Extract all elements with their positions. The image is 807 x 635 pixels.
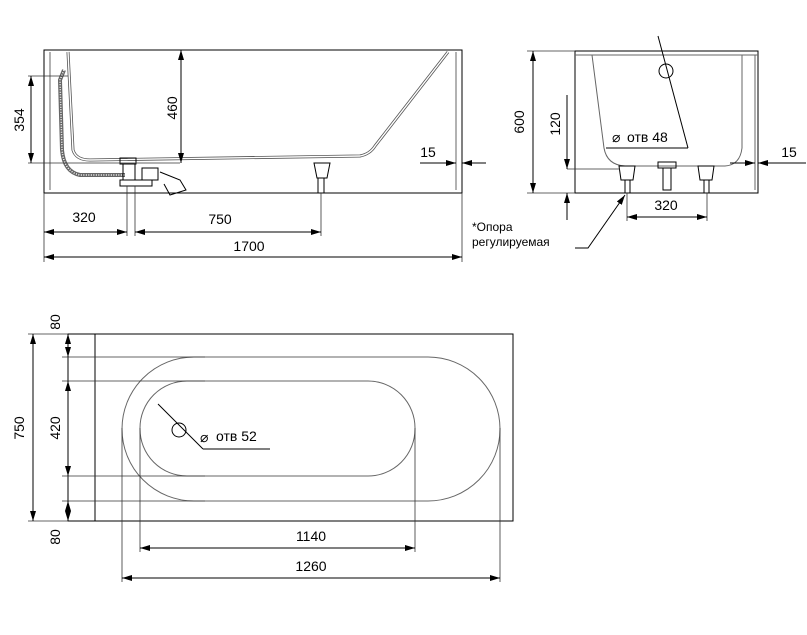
end-leg-left	[618, 165, 636, 181]
drain-hole	[171, 422, 187, 438]
dim-leg-spacing: 750	[208, 211, 232, 227]
end-drain	[657, 161, 677, 169]
adjustable-leg	[313, 162, 331, 179]
dim-outer-length: 1260	[295, 558, 326, 574]
dim-width: 750	[11, 416, 27, 440]
plan-outline	[67, 333, 514, 522]
end-view: ⌀ отв 48 600 120 15 320 *Опора регулируе…	[472, 35, 806, 249]
dim-leg-height: 120	[547, 112, 563, 136]
inner-bowl-oval	[139, 380, 416, 477]
end-leg-right	[697, 165, 715, 181]
dim-rim-top: 80	[47, 314, 63, 330]
dim-overflow: 354	[11, 108, 27, 132]
tub-end-profile	[591, 54, 743, 167]
plan-view: ⌀ отв 52 750 80 420 80 1140 1260	[11, 314, 514, 582]
dim-end-leg-spacing: 320	[654, 197, 678, 213]
hole-label-52: отв 52	[216, 428, 257, 444]
dim-inner-width: 420	[47, 416, 63, 440]
tub-side-profile	[66, 51, 450, 162]
note-line-1: *Опора	[472, 220, 513, 234]
dim-drain-offset: 320	[72, 209, 96, 225]
end-panel-outline	[574, 50, 759, 194]
hole-label-48: отв 48	[627, 129, 668, 145]
diameter-symbol: ⌀	[612, 129, 620, 145]
dim-inner-length: 1140	[296, 528, 326, 544]
dim-depth: 460	[164, 96, 180, 120]
dim-end-panel-offset: 15	[781, 144, 797, 160]
note-line-2: регулируемая	[472, 235, 550, 249]
outer-rim-oval	[121, 356, 501, 502]
dim-panel-offset: 15	[420, 144, 436, 160]
dim-rim-bottom: 80	[47, 529, 63, 545]
drain-siphon	[119, 157, 187, 196]
dim-height: 600	[511, 110, 527, 134]
side-view: 460 354 15 320 750 1700	[11, 49, 486, 262]
note-leader	[575, 194, 626, 249]
side-panel-outline	[43, 49, 463, 194]
dim-length: 1700	[233, 238, 264, 254]
plan-diameter-symbol: ⌀	[200, 429, 208, 445]
